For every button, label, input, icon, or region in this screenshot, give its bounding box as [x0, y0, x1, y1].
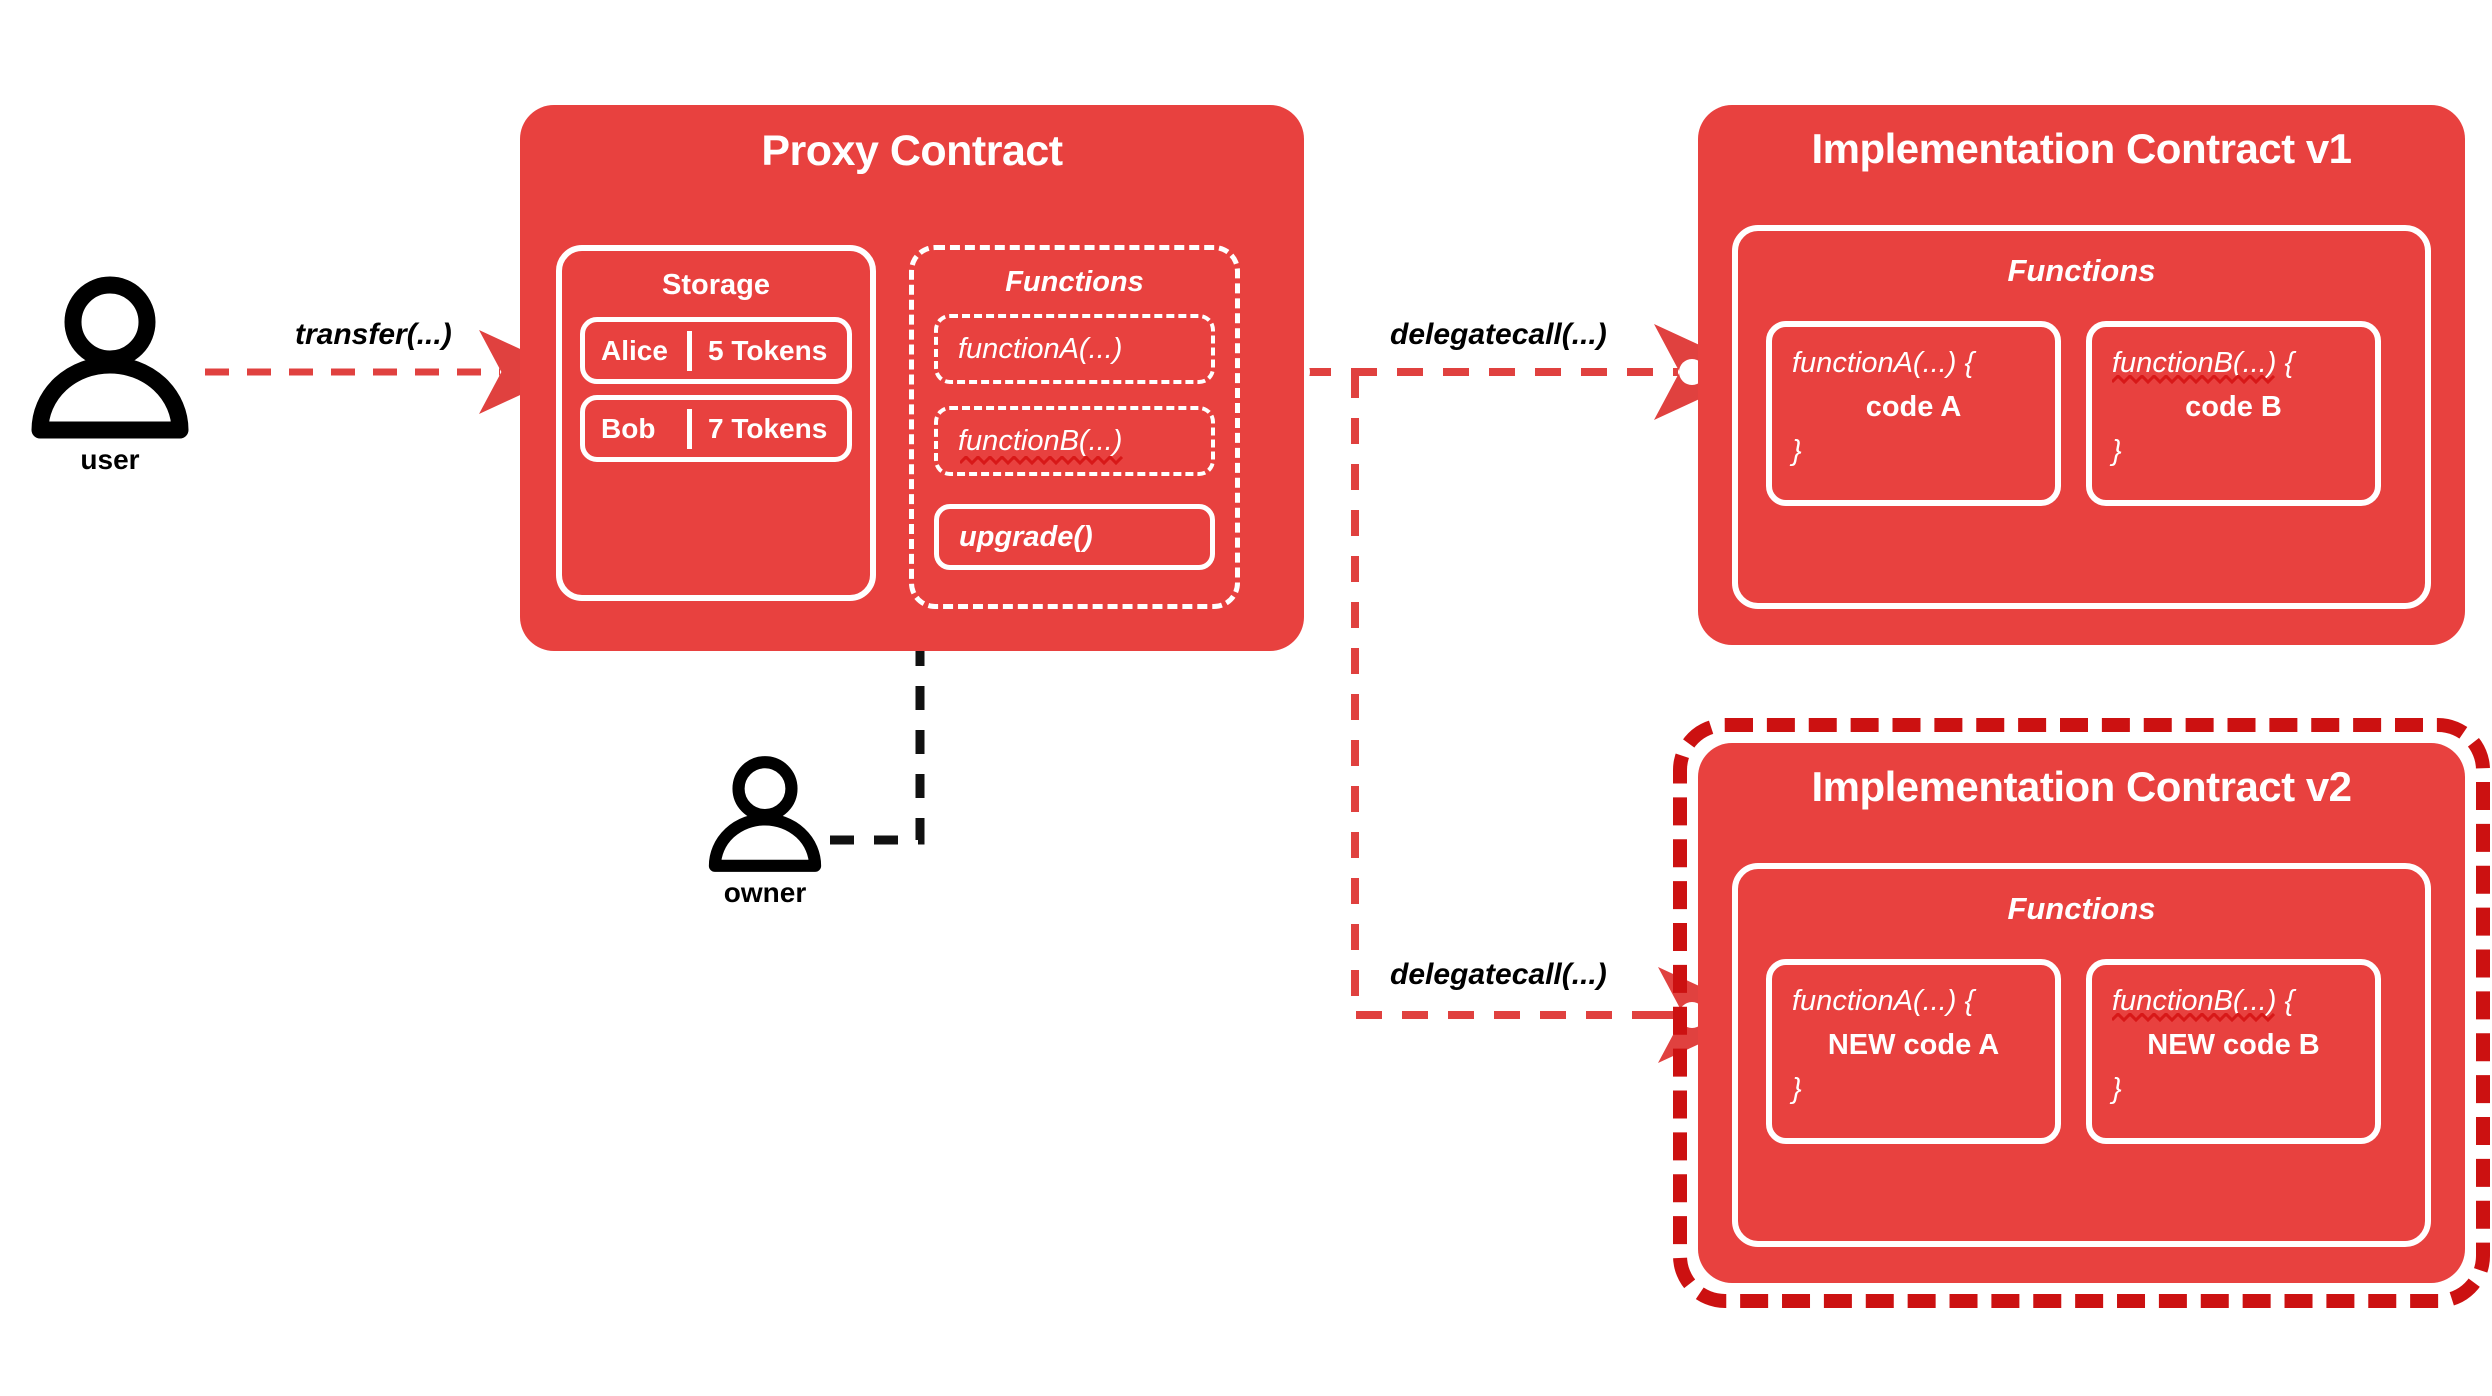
function-signature: functionA(...) {: [1792, 347, 1975, 379]
storage-row-name: Bob: [601, 412, 656, 444]
function-close-brace: }: [2112, 435, 2122, 467]
actor-user[interactable]: user: [20, 275, 200, 476]
edge-label-delegatecall-v1: delegatecall(...): [1390, 318, 1607, 351]
storage-row-separator: [687, 408, 692, 449]
implementation-v1-function-a[interactable]: functionA(...) { code A }: [1766, 321, 2061, 506]
storage-row-value: 7 Tokens: [708, 412, 828, 444]
storage-row-value: 5 Tokens: [708, 334, 828, 366]
function-body: code A: [1865, 391, 1962, 423]
proxy-contract-card[interactable]: Proxy Contract Storage Alice 5 Tokens Bo…: [520, 105, 1304, 651]
spellcheck-squiggle-icon: [2112, 1013, 2276, 1023]
implementation-v2-card[interactable]: Implementation Contract v2 Functions fun…: [1698, 743, 2465, 1283]
implementation-v1-function-b[interactable]: functionB(...) { code B }: [2086, 321, 2381, 506]
actor-owner[interactable]: owner: [700, 755, 830, 909]
function-close-brace: }: [1792, 1073, 1802, 1105]
function-close-brace: }: [2112, 1073, 2122, 1105]
storage-row-name: Alice: [601, 334, 668, 366]
storage-panel: Storage Alice 5 Tokens Bob 7 Tokens: [556, 245, 876, 601]
implementation-v2-functions-panel: Functions functionA(...) { NEW code A } …: [1732, 863, 2431, 1247]
storage-row: Bob 7 Tokens: [580, 395, 852, 462]
implementation-v2-functions-label: Functions: [2007, 891, 2156, 926]
function-body: code B: [2185, 391, 2282, 423]
actor-user-label: user: [80, 444, 140, 475]
spellcheck-squiggle-icon: [960, 456, 1124, 466]
storage-row: Alice 5 Tokens: [580, 317, 852, 384]
person-icon: [31, 276, 189, 439]
storage-row-separator: [687, 330, 692, 371]
function-signature: functionB(...) {: [2112, 985, 2295, 1017]
edge-delegatecall-v2: [1351, 372, 1762, 1063]
implementation-v1-functions-label: Functions: [2007, 253, 2156, 288]
person-icon: [708, 756, 822, 872]
edge-label-transfer: transfer(...): [295, 318, 452, 351]
edge-delegatecall-v1: [1284, 324, 1758, 420]
actor-owner-label: owner: [723, 877, 807, 908]
proxy-function-upgrade[interactable]: upgrade(): [934, 504, 1215, 570]
implementation-v2-function-a[interactable]: functionA(...) { NEW code A }: [1766, 959, 2061, 1144]
spellcheck-squiggle-icon: [2112, 375, 2276, 385]
function-body: NEW code A: [1827, 1029, 2000, 1061]
implementation-v2-function-b[interactable]: functionB(...) { NEW code B }: [2086, 959, 2381, 1144]
function-signature: functionB(...) {: [2112, 347, 2295, 379]
function-close-brace: }: [1792, 435, 1802, 467]
proxy-contract-title: Proxy Contract: [761, 127, 1063, 175]
edge-label-delegatecall-v2: delegatecall(...): [1390, 958, 1607, 991]
implementation-v1-functions-panel: Functions functionA(...) { code A } func…: [1732, 225, 2431, 609]
implementation-v2-title: Implementation Contract v2: [1811, 763, 2352, 810]
proxy-function-a-label: functionA(...): [958, 332, 1123, 365]
proxy-function-b[interactable]: functionB(...): [934, 406, 1215, 476]
proxy-function-b-label: functionB(...): [958, 424, 1123, 457]
function-signature: functionA(...) {: [1792, 985, 1975, 1017]
implementation-v1-title: Implementation Contract v1: [1811, 125, 2352, 172]
proxy-function-a[interactable]: functionA(...): [934, 314, 1215, 384]
storage-label: Storage: [662, 269, 770, 301]
proxy-functions-panel: Functions functionA(...) functionB(...) …: [909, 245, 1240, 609]
proxy-function-upgrade-label: upgrade(): [959, 520, 1093, 553]
function-body: NEW code B: [2147, 1029, 2320, 1061]
proxy-functions-label: Functions: [1005, 266, 1144, 298]
implementation-v1-card[interactable]: Implementation Contract v1 Functions fun…: [1698, 105, 2465, 645]
